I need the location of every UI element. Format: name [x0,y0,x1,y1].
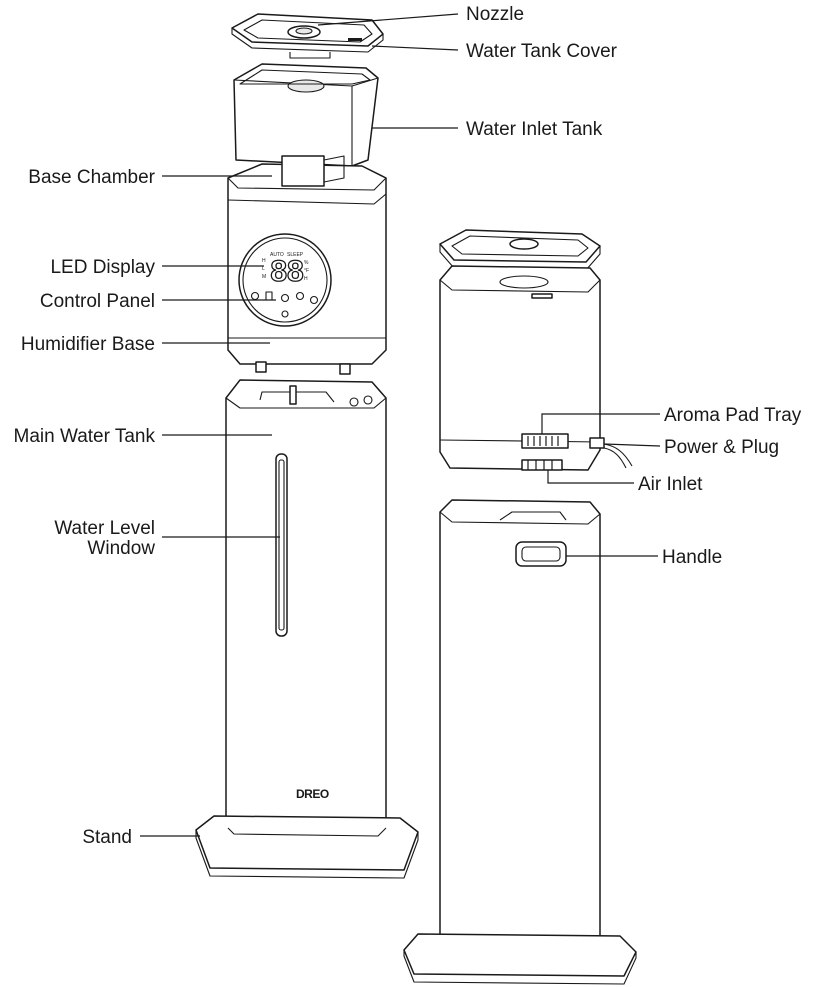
aroma-pad-tray [521,433,569,449]
label-air-inlet: Air Inlet [638,474,703,495]
water-inlet-tank [233,63,379,167]
air-inlet [521,459,563,471]
label-water-level-window-2: Window [87,538,155,559]
light-button-icon [309,295,319,305]
svg-text:%: % [304,260,309,266]
sleep-button-icon [295,291,305,301]
svg-text:H: H [304,276,308,282]
label-main-water-tank: Main Water Tank [14,426,156,447]
label-water-inlet-tank: Water Inlet Tank [466,119,603,140]
label-base-chamber: Base Chamber [28,167,155,188]
label-nozzle: Nozzle [466,4,524,25]
svg-text:°F: °F [304,268,309,274]
svg-text:L: L [262,266,265,272]
svg-text:M: M [262,274,266,280]
assembled-stand [403,933,637,985]
svg-text:H: H [262,258,266,264]
main-water-tank: DREO [225,379,387,841]
svg-text:SLEEP: SLEEP [287,252,304,258]
handle [515,541,567,567]
stand [195,815,419,879]
assembled-main-tank [439,499,601,953]
svg-text:AUTO: AUTO [270,252,284,258]
assembled-base [439,265,601,471]
assembled-top-cover [439,229,601,271]
label-stand: Stand [82,827,132,848]
callout-labels: Nozzle Water Tank Cover Water Inlet Tank… [14,4,802,848]
mode-button-icon [280,293,290,303]
led-digits: 88 [270,255,303,288]
label-control-panel: Control Panel [40,291,155,312]
brand-logo: DREO [296,787,329,801]
label-led-display: LED Display [50,257,155,278]
label-aroma-pad-tray: Aroma Pad Tray [664,405,802,426]
label-humidifier-base: Humidifier Base [21,334,155,355]
leader-lines [140,13,661,837]
label-water-tank-cover: Water Tank Cover [466,41,618,62]
label-power-plug: Power & Plug [664,437,779,458]
label-water-level-window-1: Water Level [54,518,155,539]
power-button-icon [281,310,289,318]
control-panel: 88 H L M AUTO SLEEP % °F H [238,233,332,327]
nozzle [287,25,321,39]
label-handle: Handle [662,547,722,568]
